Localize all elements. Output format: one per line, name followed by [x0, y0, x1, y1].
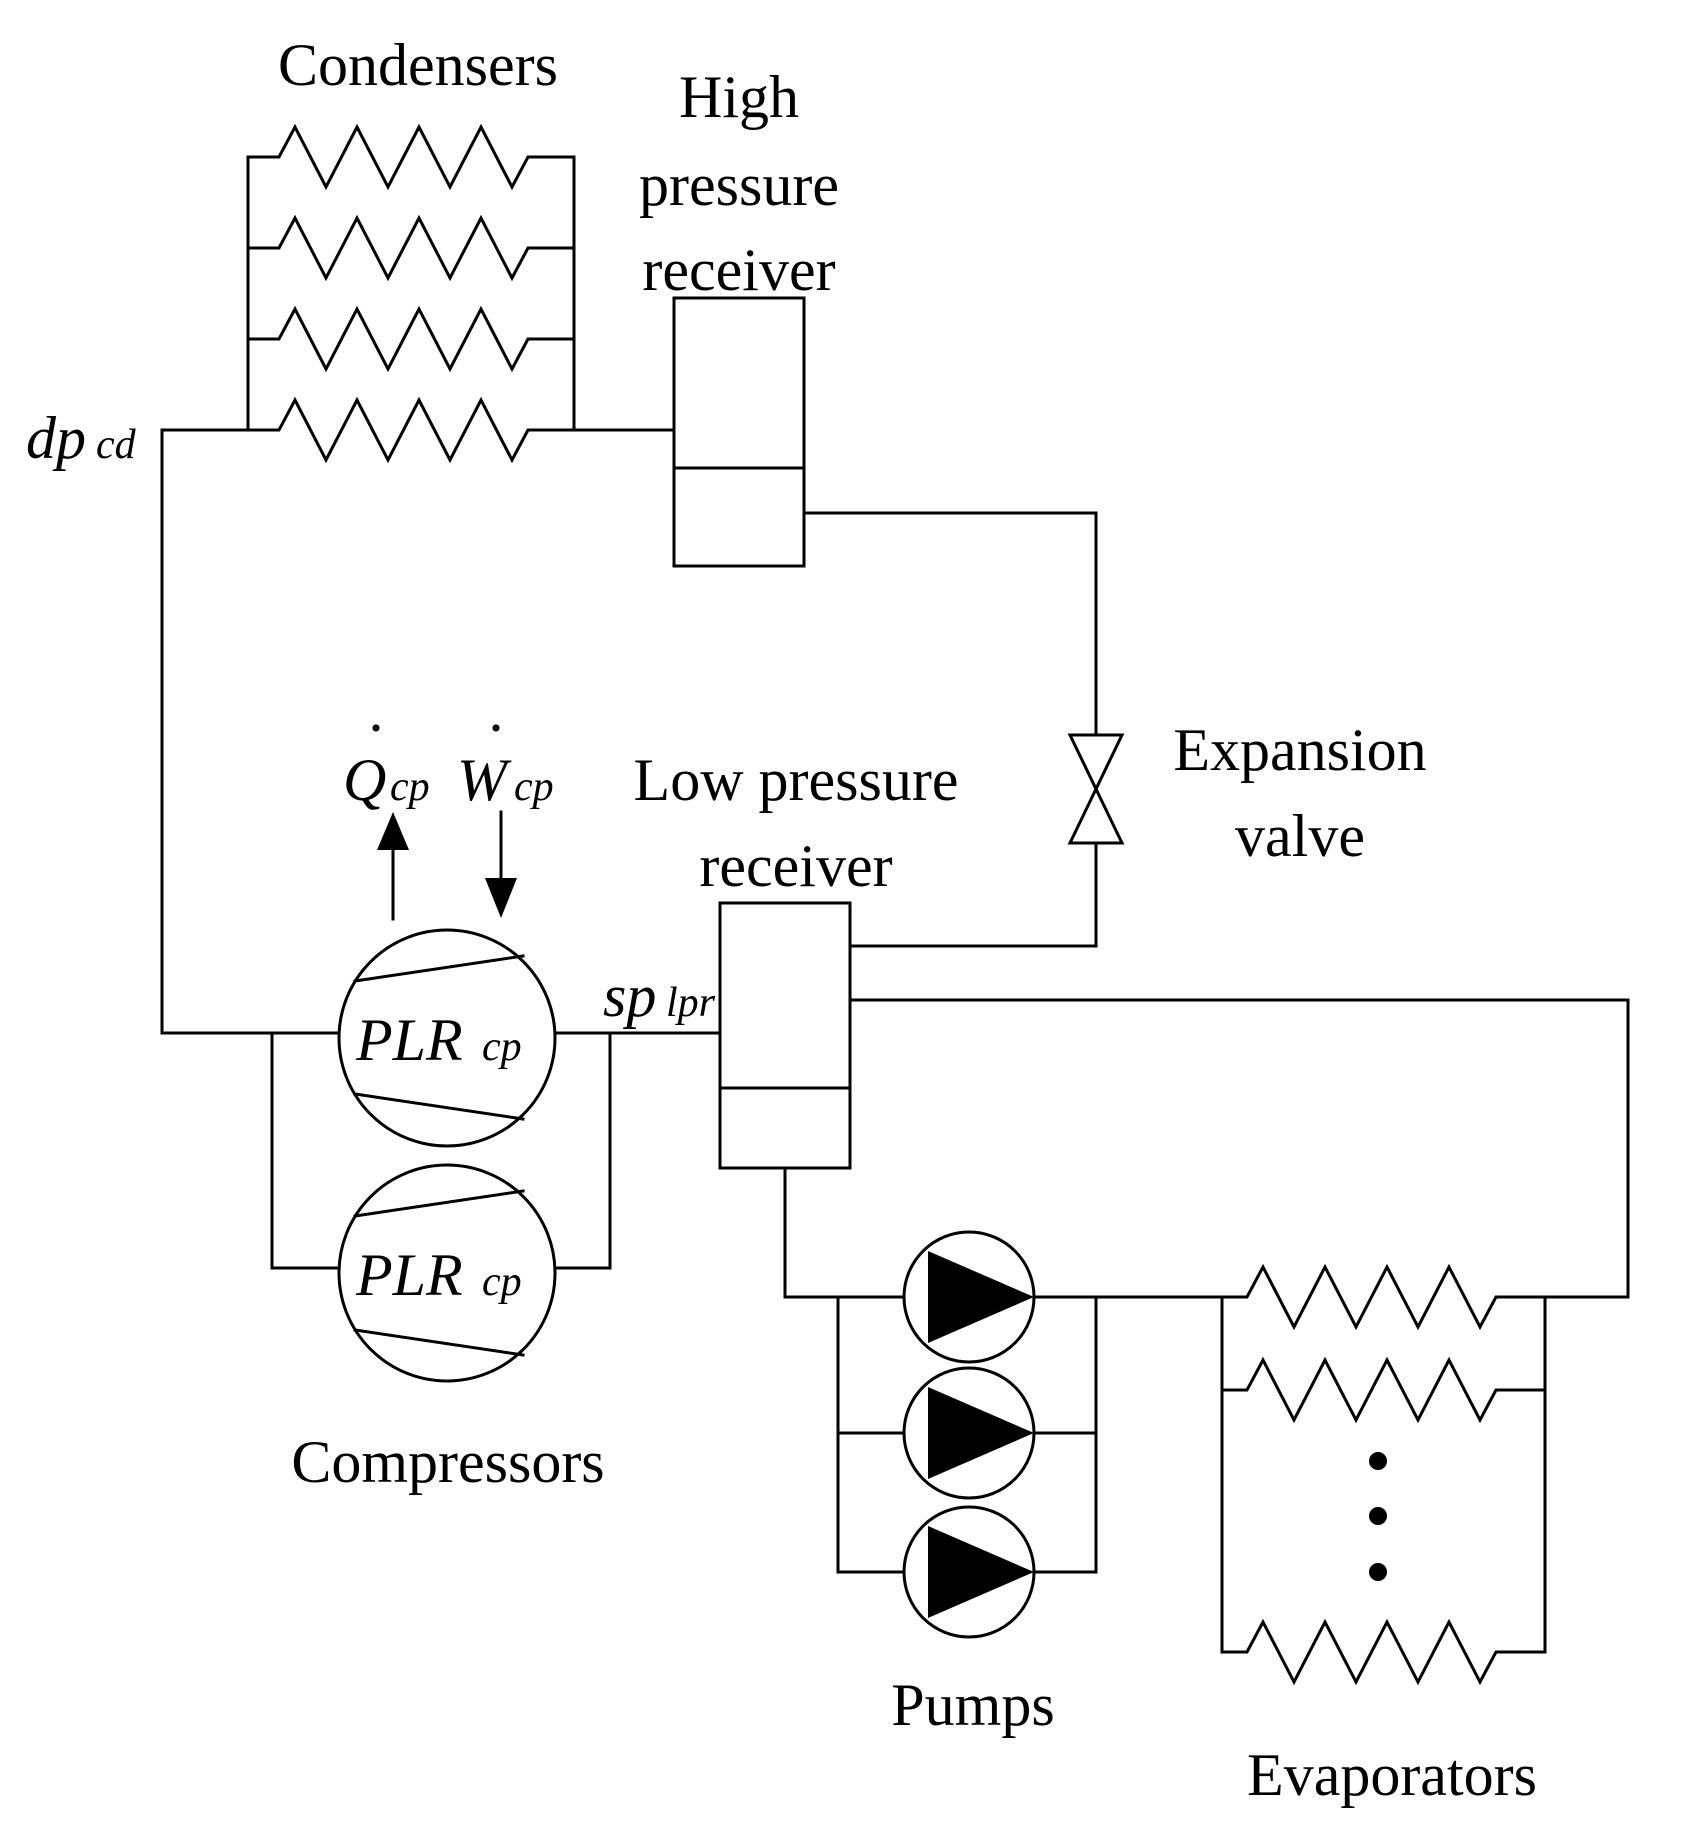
piping — [160, 428, 1630, 1574]
pump-2 — [902, 1366, 1036, 1500]
dp-symbol: dp — [26, 405, 86, 471]
condensers-label: Condensers — [278, 32, 558, 98]
work-in-arrow-icon — [485, 810, 517, 918]
ellipsis-dot — [1369, 1452, 1387, 1470]
expansion-valve-label-1: Expansion — [1173, 717, 1426, 783]
compressor-bottom — [337, 1163, 557, 1383]
low-pressure-receiver — [718, 901, 852, 1170]
lp-receiver-label-2: receiver — [699, 833, 892, 899]
compressor-top — [337, 928, 557, 1148]
hp-receiver-label-2: pressure — [639, 152, 839, 218]
evaporator-coil-2 — [1220, 1356, 1547, 1424]
dp-subscript: cd — [96, 422, 137, 468]
work-rate-label: W · cp — [457, 695, 554, 813]
heat-out-arrow-icon — [377, 812, 409, 921]
plr-bottom-symbol: PLR — [355, 1242, 463, 1308]
evaporators-label: Evaporators — [1247, 1742, 1537, 1808]
plr-top-label: PLR cp — [355, 1007, 522, 1073]
condenser-coil-1 — [246, 123, 576, 191]
pump-3 — [902, 1505, 1036, 1639]
ellipsis-dot — [1369, 1507, 1387, 1525]
high-pressure-receiver — [672, 296, 806, 568]
plr-bottom-subscript: cp — [482, 1259, 522, 1305]
condenser-coil-2 — [246, 214, 576, 282]
condenser-bank — [246, 123, 576, 464]
compressors-label: Compressors — [291, 1429, 604, 1495]
hp-receiver-label-1: High — [679, 64, 799, 130]
condenser-coil-3 — [246, 305, 576, 373]
plr-bottom-label: PLR cp — [355, 1242, 522, 1308]
evaporator-bank — [1220, 1263, 1547, 1686]
sp-symbol: sp — [603, 963, 656, 1029]
expansion-valve-label-2: valve — [1235, 803, 1365, 869]
pumps-label: Pumps — [891, 1672, 1054, 1738]
condenser-coil-4 — [246, 396, 576, 464]
evaporator-coil-3 — [1220, 1618, 1547, 1686]
expansion-valve-symbol — [1067, 733, 1125, 845]
w-dot: · — [486, 695, 506, 761]
evaporator-coil-1 — [1220, 1263, 1547, 1331]
ellipsis-dot — [1369, 1563, 1387, 1581]
w-symbol: W — [457, 747, 512, 813]
pump-1 — [902, 1230, 1036, 1364]
plr-top-symbol: PLR — [355, 1007, 463, 1073]
q-symbol: Q — [343, 747, 386, 813]
discharge-pressure-label: dp cd — [26, 405, 137, 471]
plr-top-subscript: cp — [482, 1024, 522, 1070]
lp-receiver-label-1: Low pressure — [634, 747, 959, 813]
sp-subscript: lpr — [666, 980, 716, 1026]
hp-receiver-label-3: receiver — [642, 237, 835, 303]
heat-rate-label: Q · cp — [343, 695, 430, 813]
q-dot: · — [366, 695, 386, 761]
w-subscript: cp — [514, 764, 554, 810]
q-subscript: cp — [390, 764, 430, 810]
suction-pressure-label: sp lpr — [603, 963, 716, 1029]
